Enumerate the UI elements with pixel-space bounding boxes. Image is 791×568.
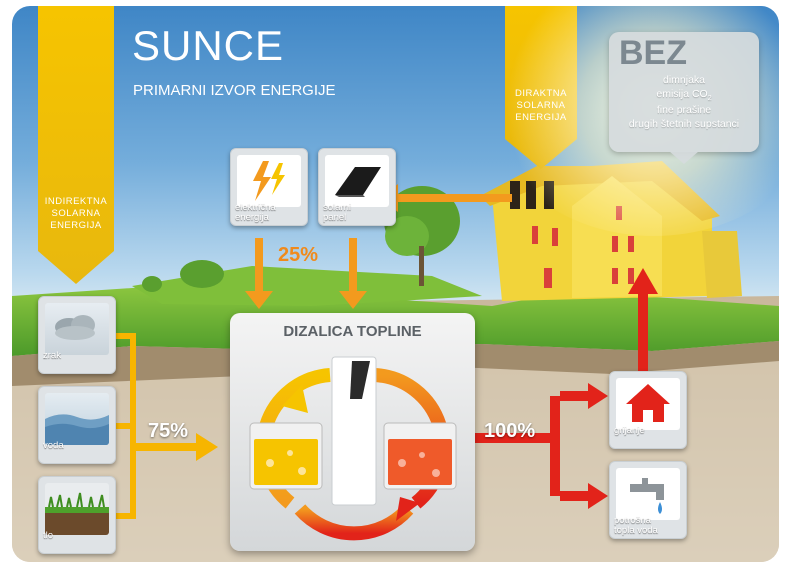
lightning-icon [237,155,301,207]
bez-line-chimney: dimnjaka [662,74,706,86]
indirect-line-1: INDIREKTNA [44,196,108,207]
electric-label-line-1: električna [235,202,276,213]
faucet-icon [616,468,680,520]
hot-water-label: potrošna topla voda [614,516,658,536]
indirect-line-3: ENERGIJA [50,220,102,231]
indirect-solar-label: INDIREKTNA SOLARNA ENERGIJA [38,196,114,232]
co2-subscript: 2 [707,95,712,103]
direct-solar-label: DIRAKTNA SOLARNA ENERGIJA [505,88,577,124]
soil-label-text: tlo [43,530,54,541]
solar-panel-icon [325,155,389,207]
bez-line-other: drugih štetnih supstanci [628,118,740,130]
solar-label-line-1: solarni [323,202,351,213]
water-label-text: voda [43,440,64,451]
house-icon [616,378,680,430]
tile-hot-water: potrošna topla voda [609,461,687,539]
indirect-line-2: SOLARNA [51,208,101,219]
direct-line-3: ENERGIJA [515,112,567,123]
pct-external: 25% [278,244,319,266]
page-subtitle: PRIMARNI IZVOR ENERGIJE [133,82,336,99]
water-label: voda [43,441,64,451]
indirect-solar-beam [38,6,114,284]
tile-electric-energy: električna energija [230,148,308,226]
heat-pump-title: DIZALICA TOPLINE [283,323,422,340]
cloud-icon [45,303,109,355]
house-to-panel-arrow [380,184,512,212]
electric-energy-label: električna energija [235,203,276,223]
solar-label-line-2: panel [323,212,347,223]
tile-air: zrak [38,296,116,374]
output-arrows [468,268,658,509]
air-label-text: zrak [43,350,61,361]
solar-panel-label: solarni panel [323,203,351,223]
direct-line-2: SOLARNA [516,100,566,111]
pct-output: 100% [484,420,536,442]
tile-soil: tlo [38,476,116,554]
pct-environment: 75% [148,420,189,442]
bez-line-co2: emisija CO2 [609,88,759,102]
heat-pump-panel: DIZALICA TOPLINE [230,313,475,551]
direct-line-1: DIRAKTNA [514,88,568,99]
heating-label: grijanje [614,426,645,436]
bez-box: BEZ dimnjaka emisija CO2 fine prašine dr… [609,32,759,164]
bez-pointer [669,151,699,164]
soil-label: tlo [43,531,53,541]
electric-to-pump-arrow [245,238,273,309]
bez-co2-text: emisija CO [656,88,708,100]
heating-label-text: grijanje [614,425,645,436]
air-label: zrak [43,351,61,361]
bez-title: BEZ [619,34,687,72]
environment-connectors [114,333,218,519]
hot-water-line-1: potrošna [614,515,651,526]
diagram-frame: SUNCE PRIMARNI IZVOR ENERGIJE INDIREKTNA… [12,6,779,562]
tile-water: voda [38,386,116,464]
heat-pump-illustration [249,356,457,541]
water-icon [45,393,109,445]
electric-label-line-2: energija [235,212,269,223]
tile-heating: grijanje [609,371,687,449]
panel-to-pump-arrow [339,238,367,309]
page-title: SUNCE [132,22,285,69]
soil-icon [45,483,109,535]
hot-water-line-2: topla voda [614,525,658,536]
tile-solar-panel: solarni panel [318,148,396,226]
bez-line-dust: fine prašine [656,104,712,116]
